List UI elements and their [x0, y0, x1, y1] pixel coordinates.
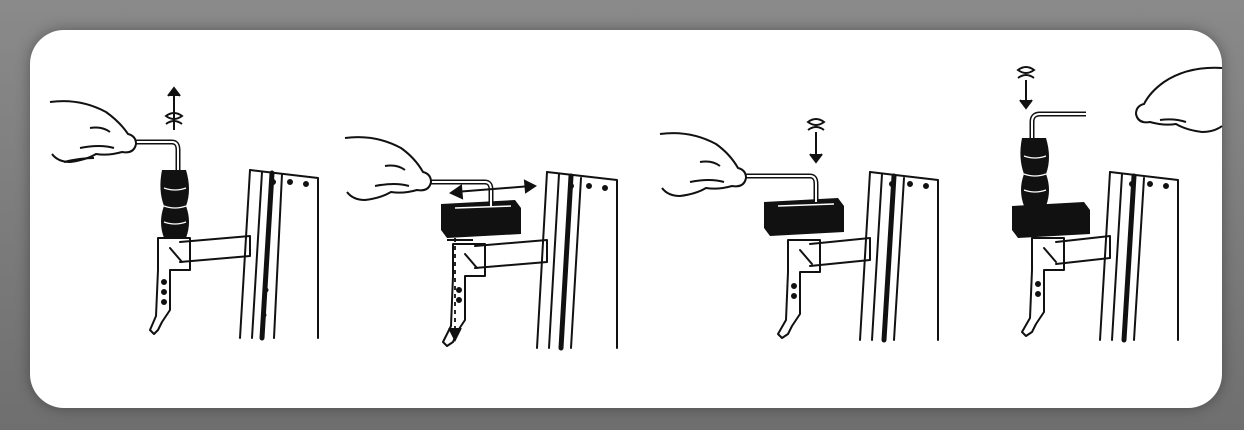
rotate-arrow-down: [1018, 67, 1034, 108]
step-1-panel: [50, 30, 350, 408]
mast: [537, 172, 617, 348]
instruction-card: [30, 30, 1222, 408]
step-1-illustration: [50, 30, 350, 408]
mast: [240, 170, 318, 338]
step-3-illustration: [660, 30, 960, 408]
rotate-arrow-down: [808, 119, 824, 162]
hand: [50, 101, 136, 162]
rotate-arrow-up: [166, 88, 182, 130]
grip-handle: [1020, 138, 1049, 206]
adjustment-block: [1012, 202, 1090, 238]
step-2-panel: [335, 30, 645, 408]
adjustment-block: [764, 198, 844, 236]
mast: [1100, 172, 1178, 340]
step-2-illustration: [335, 30, 645, 408]
mast: [860, 172, 938, 340]
adjustment-block: [441, 200, 521, 240]
hand: [1136, 68, 1222, 132]
step-3-panel: [660, 30, 960, 408]
grip-handle: [160, 170, 189, 238]
hand: [660, 133, 746, 196]
hand: [345, 137, 431, 200]
step-4-illustration: [960, 30, 1222, 408]
step-4-panel: [960, 30, 1222, 408]
